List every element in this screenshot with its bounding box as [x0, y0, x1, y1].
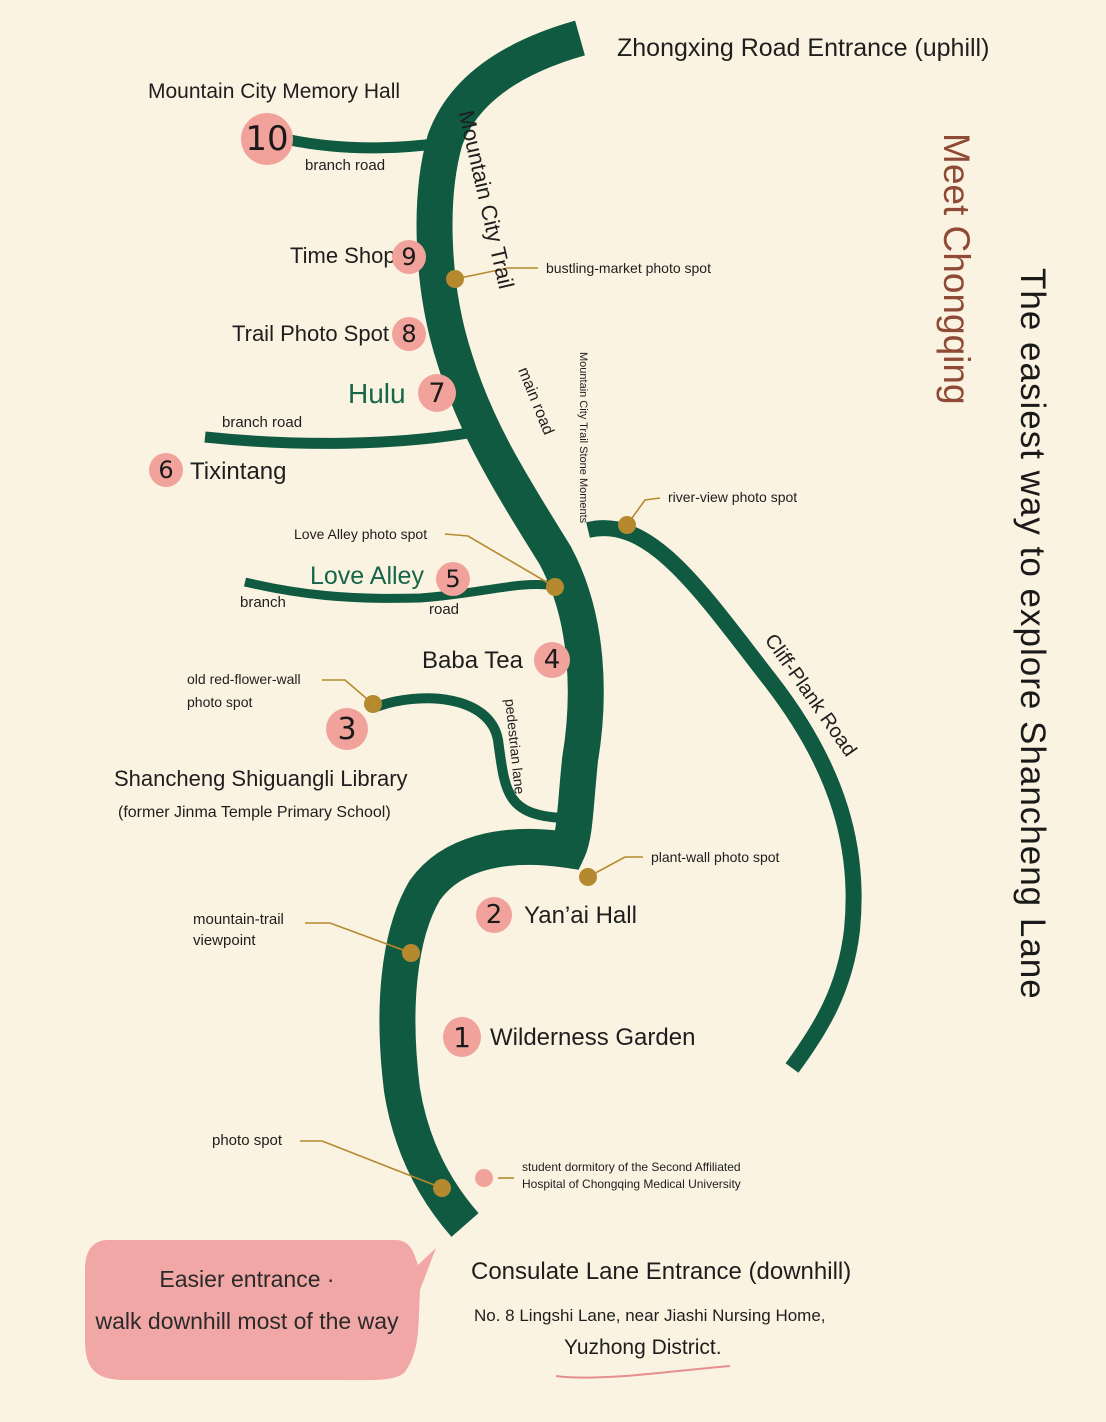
photo-spot-plant-wall: plant-wall photo spot — [651, 849, 780, 865]
address-line-1: No. 8 Lingshi Lane, near Jiashi Nursing … — [474, 1306, 826, 1325]
cliff-plank-road — [586, 520, 862, 1073]
stop-5-badge: 5 — [436, 562, 470, 596]
road-label: road — [429, 601, 460, 618]
stop-2-name: Yan’ai Hall — [524, 902, 637, 929]
photo-spot-mountain-trail-1: mountain-trail — [193, 911, 284, 928]
branch-road-top-label: branch road — [305, 157, 386, 174]
dormitory-line-1: student dormitory of the Second Affiliat… — [522, 1160, 741, 1174]
photo-spot-river-view: river-view photo spot — [668, 489, 798, 505]
dormitory-line-2: Hospital of Chongqing Medical University — [522, 1177, 741, 1191]
photo-spot-mountain-trail-2: viewpoint — [193, 932, 256, 949]
marker-dormitory — [475, 1169, 493, 1187]
pedestrian-lane — [371, 693, 563, 823]
stop-2-badge: 2 — [476, 897, 512, 933]
photo-spot-red-flower-2: photo spot — [187, 694, 253, 710]
stop-3-name: Shancheng Shiguangli Library — [114, 766, 408, 791]
stop-4-badge: 4 — [534, 642, 570, 678]
stop-7-badge: 7 — [418, 374, 456, 412]
marker-love-alley — [546, 578, 564, 596]
stop-8-name: Trail Photo Spot — [232, 321, 389, 346]
photo-spot-bottom: photo spot — [212, 1132, 283, 1149]
leader-plant-wall — [587, 856, 643, 878]
branch-road-mid-label: branch road — [222, 414, 303, 431]
leader-photo-spot — [300, 1140, 443, 1189]
leader-river-view — [626, 497, 661, 526]
leader-red-flower — [322, 679, 374, 705]
stop-3-badge: 3 — [326, 708, 368, 750]
stop-4-name: Baba Tea — [422, 647, 523, 674]
stop-3-note: (former Jinma Temple Primary School) — [118, 804, 391, 821]
photo-spot-love-alley: Love Alley photo spot — [294, 526, 428, 542]
marker-red-flower — [364, 695, 382, 713]
stop-9-name: Time Shop — [290, 243, 396, 268]
top-entrance-label: Zhongxing Road Entrance (uphill) — [617, 34, 990, 62]
branch-label: branch — [240, 594, 286, 611]
stop-7-name: Hulu — [348, 378, 406, 409]
address-line-2: Yuzhong District. — [564, 1336, 722, 1359]
callout-line-1: Easier entrance · — [159, 1266, 335, 1292]
stop-5-name: Love Alley — [310, 562, 424, 590]
leader-love-alley — [444, 533, 556, 588]
leader-mountain-trail — [305, 922, 412, 954]
marker-plant-wall — [579, 868, 597, 886]
stop-10-badge: 10 — [241, 113, 293, 165]
branch-road-memory-hall — [288, 134, 443, 154]
stop-9-badge: 9 — [392, 240, 426, 274]
photo-spot-red-flower-1: old red-flower-wall — [187, 671, 301, 687]
photo-spot-bustling: bustling-market photo spot — [546, 260, 711, 276]
stop-1-name: Wilderness Garden — [490, 1024, 696, 1051]
stop-6-badge: 6 — [149, 453, 183, 487]
leader-bustling — [454, 267, 538, 280]
page-subtitle: Meet Chongqing — [936, 133, 977, 405]
branch-road-tixintang — [204, 427, 469, 449]
marker-mountain-trail — [402, 944, 420, 962]
stop-10-name: Mountain City Memory Hall — [148, 80, 401, 103]
callout-line-2: walk downhill most of the way — [95, 1308, 399, 1334]
bottom-entrance-label: Consulate Lane Entrance (downhill) — [471, 1258, 852, 1285]
main-trail-path — [379, 20, 604, 1237]
marker-photo-spot — [433, 1179, 451, 1197]
district-underline — [555, 1365, 731, 1379]
stop-1-badge: 1 — [443, 1017, 481, 1057]
love-alley-branch — [243, 577, 556, 603]
marker-river-view — [618, 516, 636, 534]
stop-8-badge: 8 — [392, 317, 426, 351]
stop-6-name: Tixintang — [190, 458, 287, 485]
page-title: The easiest way to explore Shancheng Lan… — [1013, 268, 1052, 1000]
callout-bubble-shape — [85, 1240, 436, 1381]
stone-moments-label: Mountain City Trail Stone Moments — [577, 352, 589, 524]
marker-bustling — [446, 270, 464, 288]
